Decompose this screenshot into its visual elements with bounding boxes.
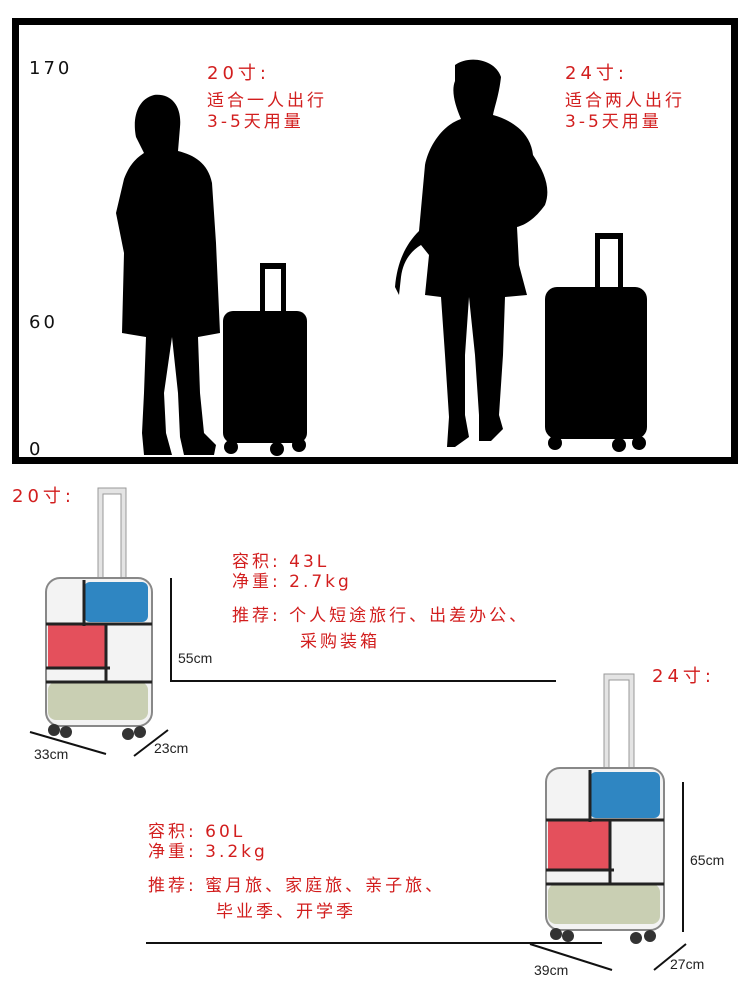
small-case-footprint-lines <box>29 729 169 757</box>
large-size-caption-line1: 适合两人出行 <box>565 91 685 111</box>
small-case-recommend-line2: 采购装箱 <box>300 632 380 652</box>
small-case-title: 20寸: <box>12 486 75 507</box>
large-suitcase-illustration <box>545 673 665 944</box>
person-silhouette-1 <box>116 94 220 455</box>
large-size-caption: 24寸: 适合两人出行 3-5天用量 <box>565 59 685 133</box>
person-silhouette-2 <box>395 59 548 448</box>
large-case-width-label: 39cm <box>534 962 569 978</box>
large-case-baseline <box>146 942 602 944</box>
small-case-height-label: 55cm <box>178 650 213 666</box>
scale-label-0: 0 <box>29 439 44 460</box>
small-size-caption-title: 20寸: <box>207 63 270 84</box>
scale-label-60: 60 <box>29 312 58 333</box>
small-suitcase-illustration <box>45 487 153 740</box>
small-case-capacity: 容积: 43L <box>232 552 330 572</box>
small-case-baseline <box>170 680 556 682</box>
large-case-weight: 净重: 3.2kg <box>148 842 268 862</box>
small-case-height-line <box>170 578 172 682</box>
large-suitcase-silhouette <box>545 233 647 452</box>
large-case-capacity: 容积: 60L <box>148 822 246 842</box>
large-case-depth-label: 27cm <box>670 956 705 972</box>
large-case-recommend-line2: 毕业季、开学季 <box>216 902 356 922</box>
large-case-footprint-lines <box>529 943 687 971</box>
large-case-recommend-line1: 推荐: 蜜月旅、家庭旅、亲子旅、 <box>148 876 446 896</box>
large-case-specs: 容积: 60L 净重: 3.2kg 推荐: 蜜月旅、家庭旅、亲子旅、 毕业季、开… <box>148 822 445 922</box>
size-comparison-panel: 170 60 0 20寸: 适合一人出行 3-5天用量 24寸: 适合两人出行 … <box>12 18 738 464</box>
small-case-width-label: 33cm <box>34 746 69 762</box>
small-case-specs: 容积: 43L 净重: 2.7kg 推荐: 个人短途旅行、出差办公、 采购装箱 <box>232 552 529 652</box>
small-suitcase-silhouette <box>223 263 307 456</box>
small-size-caption-line1: 适合一人出行 <box>207 91 327 111</box>
large-case-height-line <box>682 782 684 932</box>
large-size-caption-title: 24寸: <box>565 63 628 84</box>
large-case-title: 24寸: <box>652 666 715 687</box>
large-case-height-label: 65cm <box>690 852 725 868</box>
large-size-caption-line2: 3-5天用量 <box>565 112 662 132</box>
small-size-caption: 20寸: 适合一人出行 3-5天用量 <box>207 59 327 133</box>
small-case-recommend-line1: 推荐: 个人短途旅行、出差办公、 <box>232 606 530 626</box>
scale-label-170: 170 <box>29 58 73 79</box>
small-case-weight: 净重: 2.7kg <box>232 572 352 592</box>
small-size-caption-line2: 3-5天用量 <box>207 112 304 132</box>
small-case-depth-label: 23cm <box>154 740 189 756</box>
